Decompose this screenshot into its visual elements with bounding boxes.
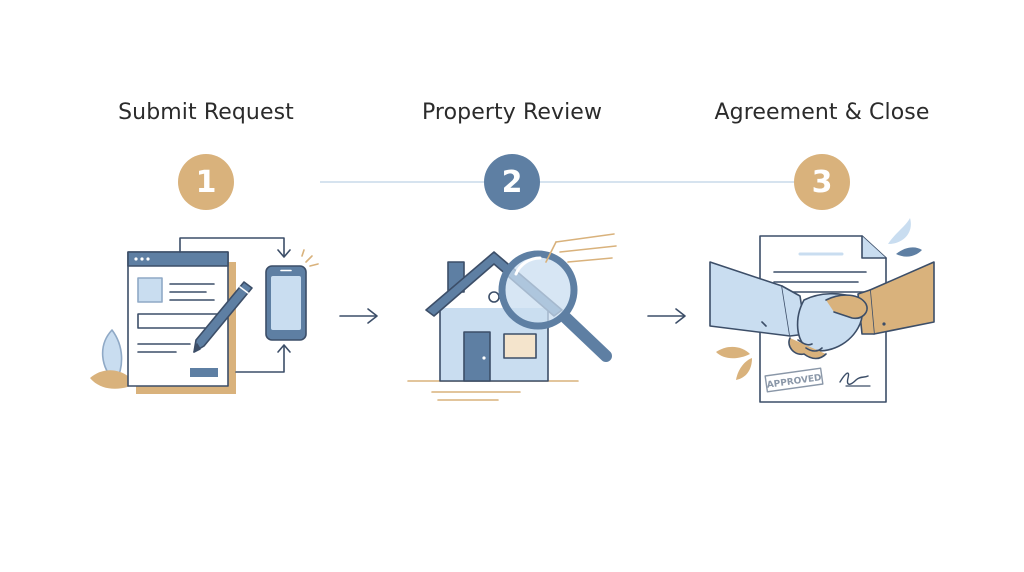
step-3-badge: 3: [794, 154, 850, 210]
handshake-contract-icon: APPROVED: [709, 218, 935, 403]
step-1-title: Submit Request: [118, 100, 294, 125]
arrow-right-icon: [647, 308, 686, 324]
step-1-badge: 1: [178, 154, 234, 210]
step-2-badge: 2: [484, 154, 540, 210]
house-magnifier-icon: [407, 233, 617, 401]
step-3-title: Agreement & Close: [714, 100, 930, 125]
step-2-title: Property Review: [421, 100, 603, 125]
form-phone-pencil-icon: [90, 237, 319, 394]
arrow-right-icon: [339, 308, 378, 324]
